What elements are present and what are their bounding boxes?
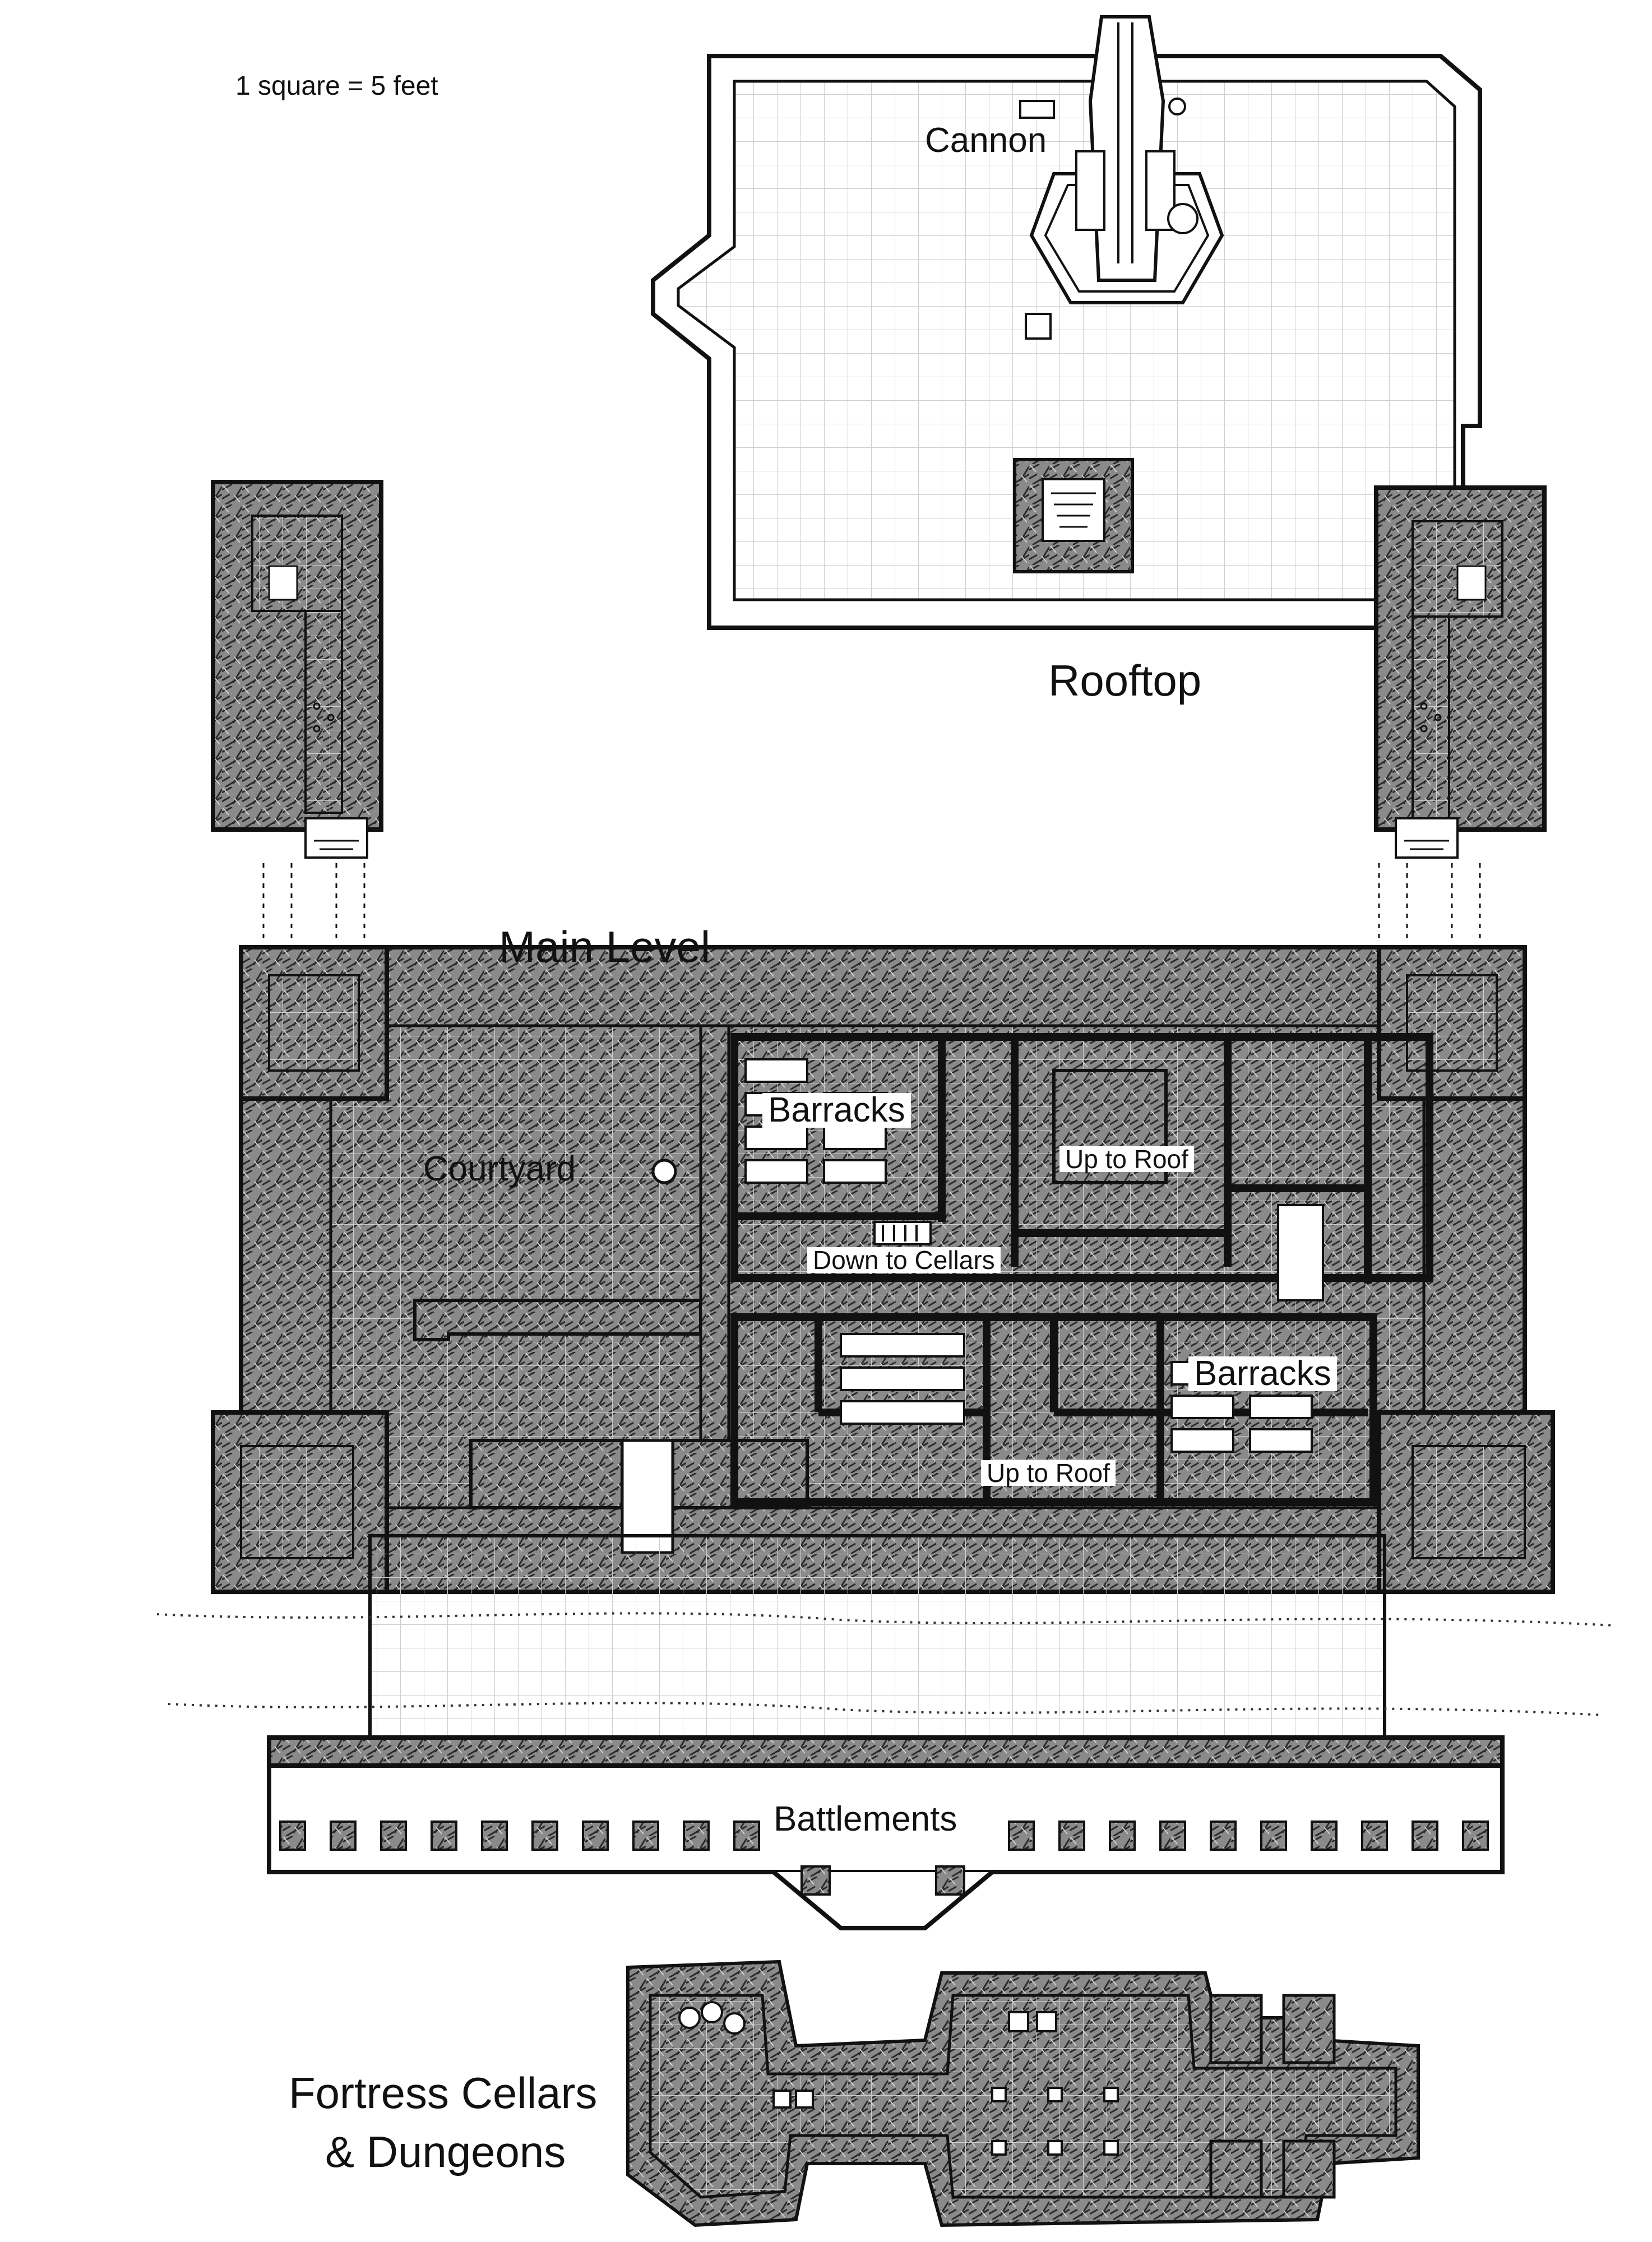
- cannon: [1019, 15, 1224, 304]
- cellars: [626, 1960, 1420, 2227]
- cellar-crates: [678, 2001, 1057, 2109]
- label-courtyard: Courtyard: [423, 1150, 576, 1188]
- label-rooftop: Rooftop: [1048, 656, 1202, 705]
- cellar-pillars: [991, 2087, 1119, 2156]
- label-barracks-north: Barracks: [762, 1093, 911, 1128]
- rooftop-floor: [677, 80, 1456, 601]
- label-cannon: Cannon: [925, 121, 1047, 160]
- crate: [1025, 313, 1052, 340]
- rooftop-stair-block: [1013, 458, 1134, 573]
- dungeon-cells: [1209, 1994, 1336, 2199]
- map-scale: 1 square = 5 feet: [235, 71, 438, 101]
- courtyard-inner-wall: [413, 1299, 702, 1341]
- outer-bailey: [368, 1534, 1386, 1739]
- label-barracks-south: Barracks: [1188, 1356, 1337, 1391]
- interior-buildings: [730, 1033, 1433, 1506]
- well-icon: [651, 1159, 677, 1184]
- label-cellars-line1: Fortress Cellars: [289, 2068, 598, 2118]
- rooftop-tower-right: [1374, 485, 1547, 942]
- label-main-level: Main Level: [499, 922, 711, 971]
- stairs-down-to-cellars: [873, 1221, 932, 1245]
- main-level: [156, 945, 1615, 1801]
- merlons: [279, 1821, 1489, 1896]
- rooftop-tower-left: [211, 480, 383, 942]
- label-cellars-line2: & Dungeons: [325, 2127, 566, 2176]
- riverbank-south: [168, 1702, 1604, 1716]
- rooftop-level: [651, 15, 1482, 630]
- label-up-to-roof-south: Up to Roof: [981, 1460, 1116, 1486]
- label-up-to-roof-north: Up to Roof: [1059, 1146, 1194, 1172]
- gatehouse: [469, 1439, 809, 1554]
- label-battlements: Battlements: [768, 1802, 963, 1837]
- battlements: [267, 1763, 1505, 1930]
- label-down-to-cellars: Down to Cellars: [807, 1247, 1001, 1273]
